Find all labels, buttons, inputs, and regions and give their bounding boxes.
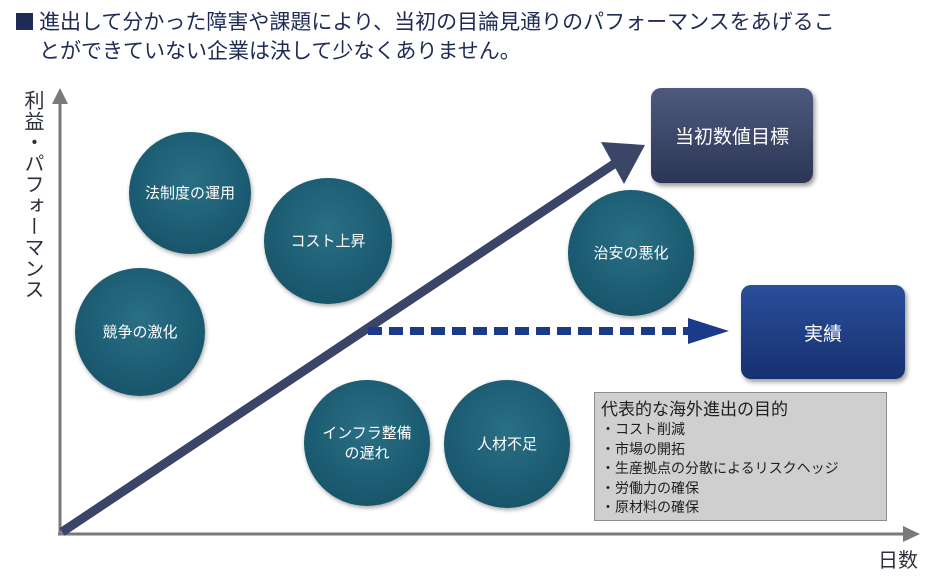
actual-box: 実績 [741,285,905,379]
header-line-2: とができていない企業は決して少なくありません。 [39,39,521,63]
obstacle-label: 競争の激化 [102,323,178,341]
obstacle-staffing: 人材不足 [444,380,570,508]
target-arrowhead [601,142,645,184]
obstacle-law-enforcement: 法制度の運用 [129,132,251,254]
header-line-1: 進出して分かった障害や課題により、当初の目論見通りのパフォーマンスをあげるこ [39,10,835,34]
purpose-item: ・市場の開拓 [601,441,685,458]
y-axis-arrowhead [52,88,68,104]
x-axis-arrowhead [903,526,920,542]
purpose-item: ・生産拠点の分散によるリスクヘッジ [601,461,839,477]
target-label: 当初数値目標 [674,126,789,148]
header-text: 進出して分かった障害や課題により、当初の目論見通りのパフォーマンスをあげるこ と… [16,8,936,66]
actual-label: 実績 [803,322,842,345]
purpose-item: ・原材料の確保 [601,500,699,516]
x-axis-label: 日数 [878,548,918,572]
obstacle-competition: 競争の激化 [75,268,205,396]
obstacle-label: 法制度の運用 [144,184,235,202]
obstacle-label: コスト上昇 [290,232,366,250]
purpose-box: 代表的な海外進出の目的 ・コスト削減 ・市場の開拓 ・生産拠点の分散によるリスク… [594,392,887,521]
obstacle-label: 治安の悪化 [593,244,669,262]
y-axis-label: 利益・パフォーマンス [21,90,45,300]
obstacle-label: 人材不足 [476,435,537,453]
obstacle-cost-increase: コスト上昇 [264,178,392,304]
target-box: 当初数値目標 [651,88,813,183]
square-bullet-icon [16,13,33,30]
purpose-item: ・労働力の確保 [601,480,699,497]
target-arrow [59,156,623,536]
obstacle-security: 治安の悪化 [568,190,694,316]
purpose-item: ・コスト削減 [601,422,685,438]
actual-arrowhead [688,318,729,344]
obstacle-infrastructure: インフラ整備の遅れ [304,380,430,506]
purpose-title: 代表的な海外進出の目的 [601,400,788,420]
obstacle-label: インフラ整備の遅れ [322,424,412,462]
